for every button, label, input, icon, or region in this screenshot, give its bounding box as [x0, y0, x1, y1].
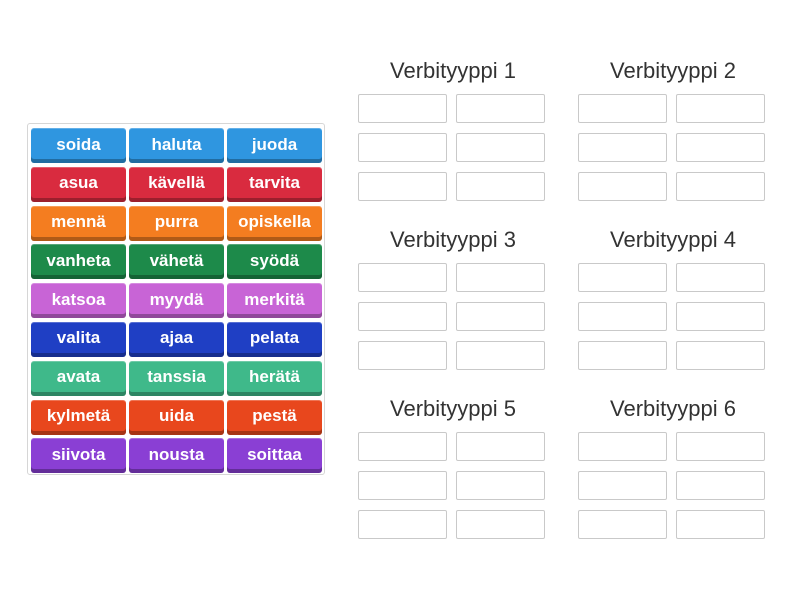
group-verbityyppi-2: Verbityyppi 2	[578, 57, 768, 201]
group-title: Verbityyppi 3	[390, 227, 516, 252]
drop-slot[interactable]	[676, 471, 765, 500]
drop-slot[interactable]	[456, 341, 545, 370]
word-tile[interactable]: purra	[129, 205, 224, 241]
group-verbityyppi-3: Verbityyppi 3	[358, 226, 548, 370]
word-tile[interactable]: herätä	[227, 360, 322, 396]
drop-slot[interactable]	[578, 172, 667, 201]
word-tile[interactable]: tarvita	[227, 166, 322, 202]
drop-slot[interactable]	[578, 302, 667, 331]
drop-slot[interactable]	[358, 341, 447, 370]
word-tile[interactable]: vähetä	[129, 244, 224, 280]
word-tile[interactable]: pelata	[227, 321, 322, 357]
word-tile[interactable]: haluta	[129, 128, 224, 163]
drop-slot[interactable]	[358, 302, 447, 331]
word-tile[interactable]: avata	[31, 360, 126, 396]
word-tile[interactable]: vanheta	[31, 244, 126, 280]
drop-slot[interactable]	[456, 510, 545, 539]
word-tile[interactable]: soida	[31, 128, 126, 163]
drop-slot[interactable]	[676, 263, 765, 292]
drop-slot[interactable]	[578, 133, 667, 162]
drop-slot[interactable]	[456, 94, 545, 123]
drop-slot[interactable]	[578, 263, 667, 292]
drop-slot[interactable]	[456, 263, 545, 292]
slot-grid	[578, 94, 768, 201]
word-tile[interactable]: ajaa	[129, 321, 224, 357]
drop-slot[interactable]	[676, 133, 765, 162]
drop-slot[interactable]	[676, 172, 765, 201]
slot-grid	[358, 432, 548, 539]
word-tile[interactable]: nousta	[129, 438, 224, 474]
group-title: Verbityyppi 2	[610, 58, 736, 83]
word-tile[interactable]: pestä	[227, 399, 322, 435]
drop-slot[interactable]	[578, 94, 667, 123]
word-tile[interactable]: kävellä	[129, 166, 224, 202]
drop-slot[interactable]	[676, 432, 765, 461]
word-tile[interactable]: syödä	[227, 244, 322, 280]
word-tile[interactable]: soittaa	[227, 438, 322, 474]
word-tile[interactable]: uida	[129, 399, 224, 435]
drop-slot[interactable]	[676, 94, 765, 123]
word-tile[interactable]: tanssia	[129, 360, 224, 396]
drop-slot[interactable]	[578, 432, 667, 461]
word-tile[interactable]: merkitä	[227, 283, 322, 319]
drop-slot[interactable]	[676, 302, 765, 331]
word-tile[interactable]: opiskella	[227, 205, 322, 241]
word-tile[interactable]: myydä	[129, 283, 224, 319]
drop-slot[interactable]	[358, 471, 447, 500]
group-title: Verbityyppi 4	[610, 227, 736, 252]
drop-slot[interactable]	[456, 133, 545, 162]
slot-grid	[358, 263, 548, 370]
group-verbityyppi-1: Verbityyppi 1	[358, 57, 548, 201]
drop-slot[interactable]	[358, 172, 447, 201]
drop-slot[interactable]	[676, 510, 765, 539]
word-tile[interactable]: kylmetä	[31, 399, 126, 435]
drop-slot[interactable]	[456, 302, 545, 331]
word-tile[interactable]: mennä	[31, 205, 126, 241]
word-tile[interactable]: asua	[31, 166, 126, 202]
group-verbityyppi-4: Verbityyppi 4	[578, 226, 768, 370]
slot-grid	[578, 263, 768, 370]
drop-slot[interactable]	[456, 172, 545, 201]
word-tile[interactable]: katsoa	[31, 283, 126, 319]
word-tile[interactable]: valita	[31, 321, 126, 357]
slot-grid	[578, 432, 768, 539]
group-title: Verbityyppi 5	[390, 396, 516, 421]
group-verbityyppi-5: Verbityyppi 5	[358, 395, 548, 539]
drop-slot[interactable]	[578, 341, 667, 370]
drop-slot[interactable]	[456, 432, 545, 461]
drop-slot[interactable]	[358, 432, 447, 461]
group-verbityyppi-6: Verbityyppi 6	[578, 395, 768, 539]
drop-slot[interactable]	[578, 471, 667, 500]
drop-slot[interactable]	[358, 94, 447, 123]
word-tile[interactable]: siivota	[31, 438, 126, 474]
word-tile[interactable]: juoda	[227, 128, 322, 163]
group-title: Verbityyppi 6	[610, 396, 736, 421]
drop-slot[interactable]	[578, 510, 667, 539]
drop-slot[interactable]	[456, 471, 545, 500]
drop-slot[interactable]	[358, 263, 447, 292]
drop-slot[interactable]	[358, 133, 447, 162]
drop-slot[interactable]	[358, 510, 447, 539]
drop-slot[interactable]	[676, 341, 765, 370]
slot-grid	[358, 94, 548, 201]
group-title: Verbityyppi 1	[390, 58, 516, 83]
